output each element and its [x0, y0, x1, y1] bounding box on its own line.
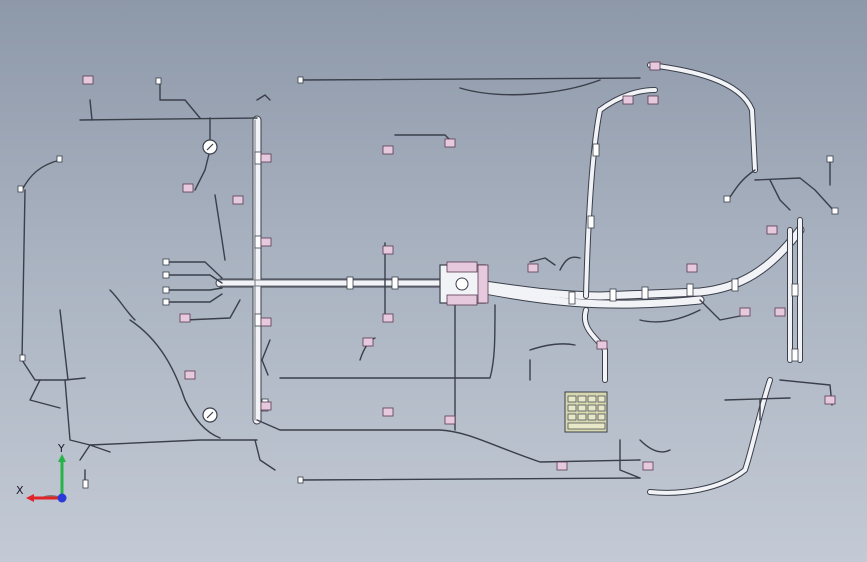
y-axis-label: Y — [57, 442, 65, 455]
round-sensors[interactable] — [202, 139, 218, 423]
right-harness-loop[interactable] — [581, 62, 803, 496]
fuse-relay-box[interactable] — [564, 391, 608, 433]
z-axis-dot-icon — [57, 493, 67, 503]
main-trunk[interactable] — [215, 115, 805, 425]
branch-wires[interactable] — [21, 77, 836, 486]
x-axis-label: X — [16, 484, 24, 497]
central-connector-block[interactable] — [439, 261, 489, 306]
harness-clips[interactable] — [254, 143, 799, 412]
terminal-pins — [17, 76, 839, 489]
axis-triad: X Y — [16, 442, 67, 503]
